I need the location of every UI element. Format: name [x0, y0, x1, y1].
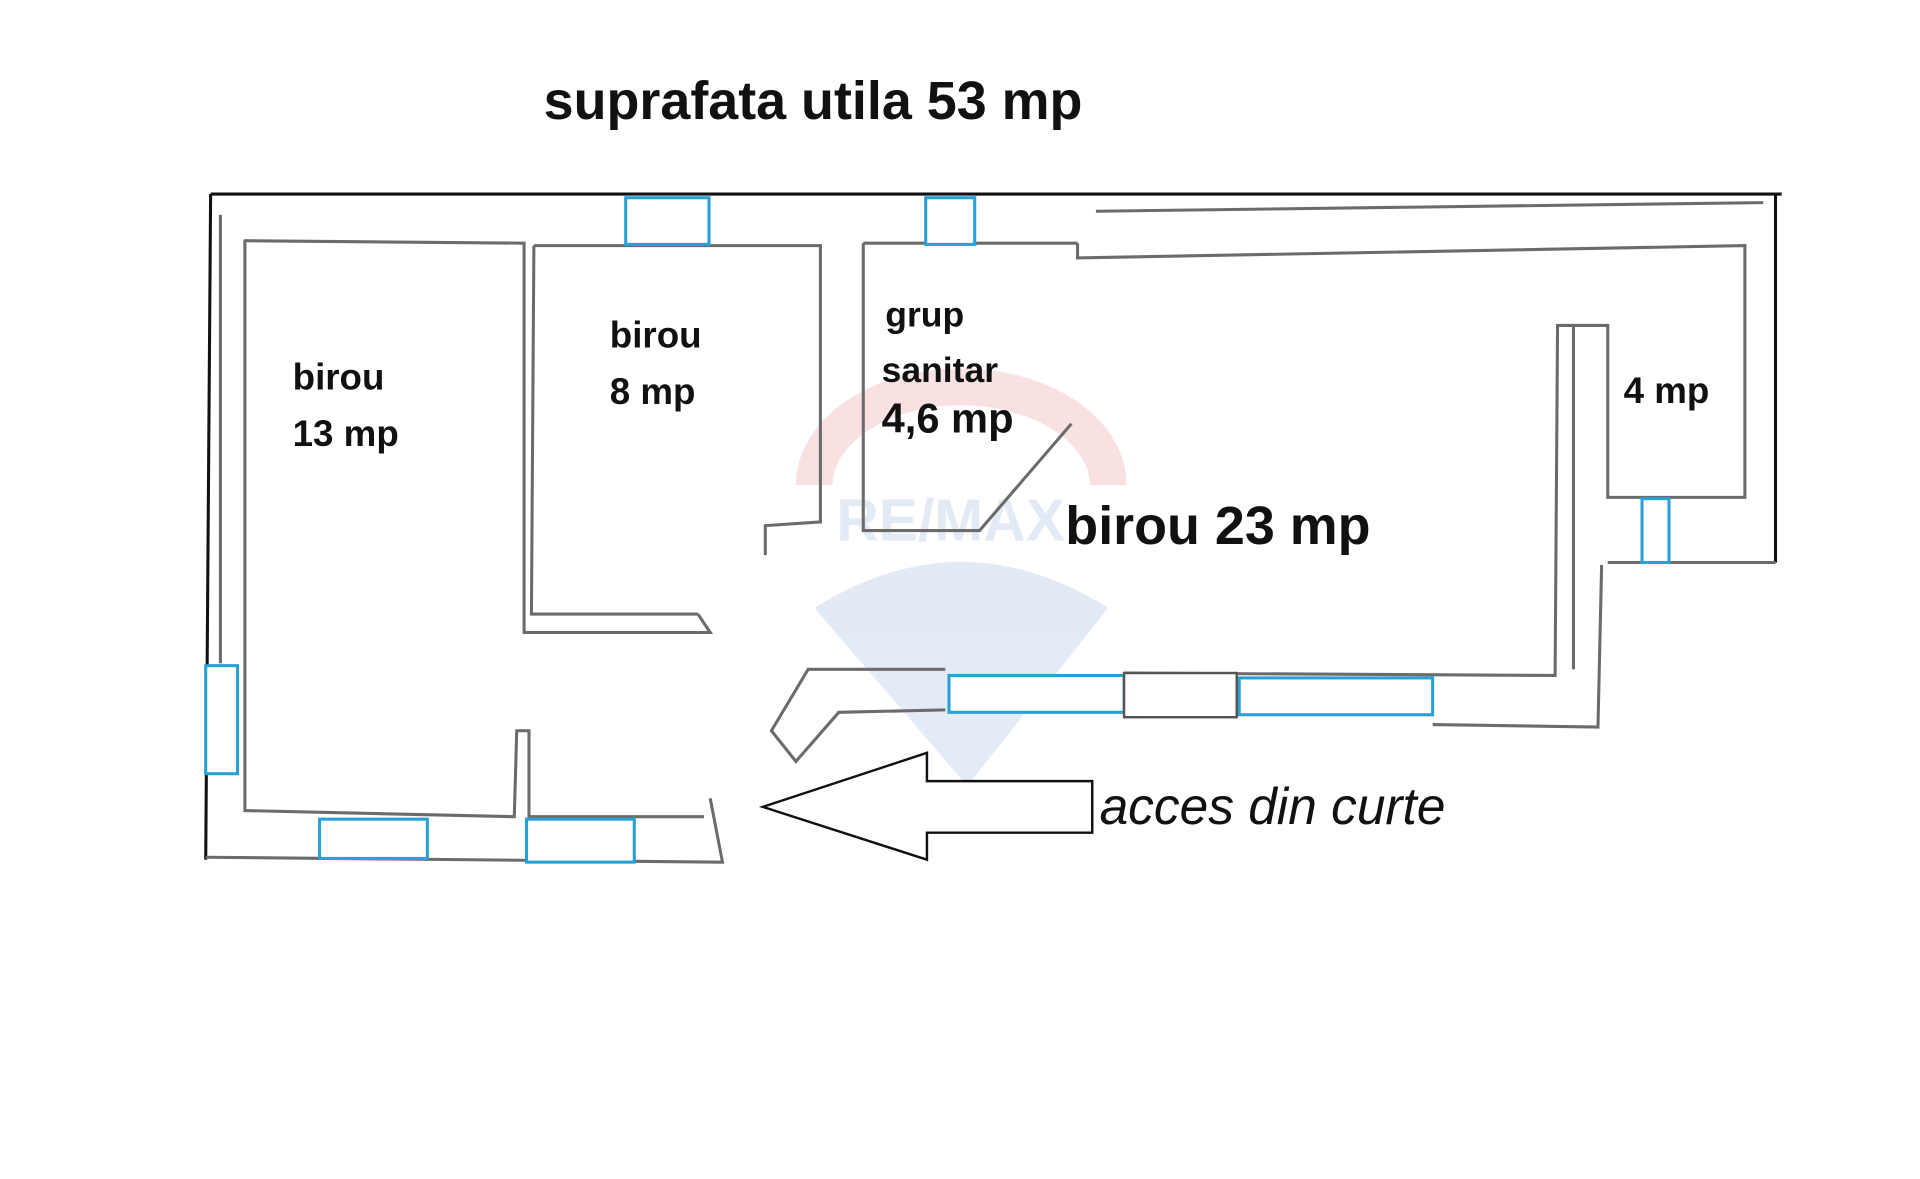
page-title: suprafata utila 53 mp — [544, 71, 1083, 131]
window — [1640, 497, 1671, 565]
window — [204, 664, 240, 776]
room-label: sanitar — [882, 350, 999, 390]
window — [525, 817, 636, 864]
room-area: 8 mp — [610, 371, 696, 412]
window — [624, 196, 711, 246]
window — [947, 673, 1126, 714]
remax-watermark: RE/MAX — [795, 368, 1127, 786]
access-arrow-icon — [758, 751, 1094, 862]
room-label: grup — [885, 295, 964, 335]
windows — [204, 196, 1671, 864]
room-label: birou 23 mp — [1065, 496, 1370, 556]
window — [924, 196, 977, 246]
room-area: 13 mp — [293, 413, 399, 454]
room-label: birou — [293, 356, 385, 397]
door — [1122, 671, 1238, 719]
access-label: acces din curte — [1100, 777, 1446, 835]
room-label: birou — [610, 315, 702, 356]
room-area: 4,6 mp — [882, 394, 1014, 441]
room-area: 4 mp — [1624, 370, 1710, 411]
window — [1237, 676, 1435, 717]
interior-walls — [218, 201, 1776, 764]
svg-text:RE/MAX: RE/MAX — [836, 488, 1065, 553]
window — [318, 817, 429, 860]
